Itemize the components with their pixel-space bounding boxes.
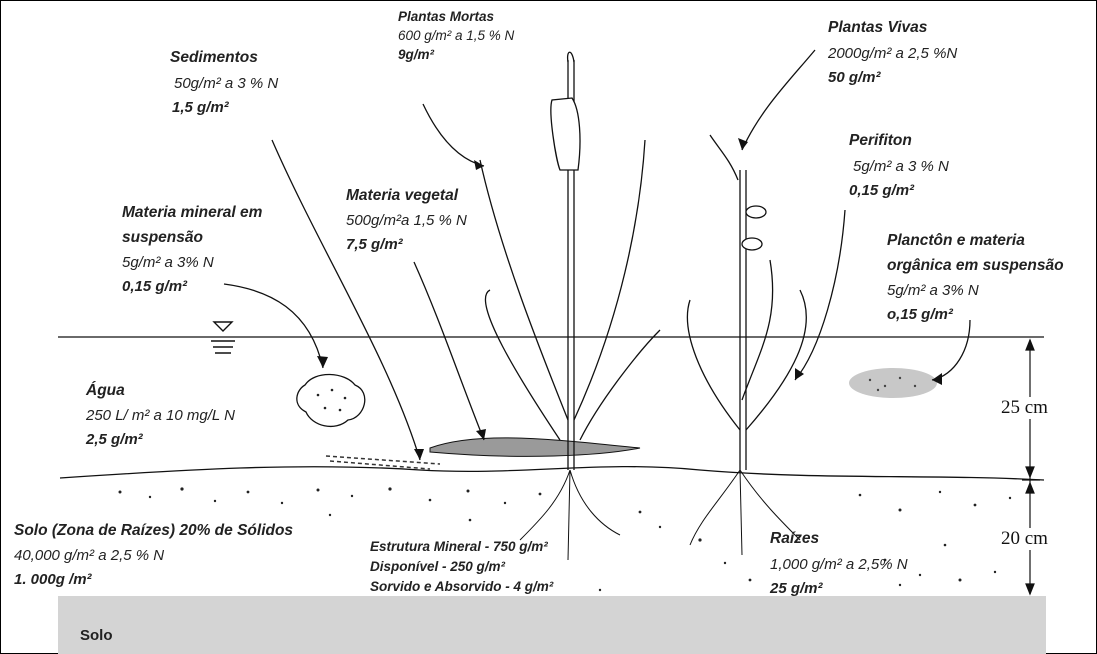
plancton-value: o,15 g/m² (887, 305, 953, 324)
materia-vegetal-title: Materia vegetal (346, 186, 458, 205)
plantas-mortas-value: 9g/m² (398, 46, 434, 63)
sedimentos-title: Sedimentos (170, 48, 258, 67)
plantas-vivas-detail: 2000g/m² a 2,5 %N (828, 44, 957, 63)
dead-plant (480, 52, 660, 470)
dimension-markers (1022, 340, 1040, 594)
materia-vegetal-detail: 500g/m²a 1,5 % N (346, 211, 467, 230)
solo-raizes-value: 1. 000g /m² (14, 570, 92, 589)
mineral-particle-cloud (297, 374, 365, 426)
perifiton-value: 0,15 g/m² (849, 181, 914, 200)
estrutura-mineral-line: Estrutura Mineral - 750 g/m² (370, 538, 548, 555)
plancton-title-line2: orgânica em suspensão (887, 256, 1064, 275)
plantas-mortas-title: Plantas Mortas (398, 8, 494, 25)
perifiton-detail: 5g/m² a 3 % N (853, 157, 949, 176)
agua-value: 2,5 g/m² (86, 430, 143, 449)
materia-mineral-value: 0,15 g/m² (122, 277, 187, 296)
raizes-value: 25 g/m² (770, 579, 823, 598)
plancton-title-line1: Planctôn e materia (887, 231, 1025, 250)
raizes-detail: 1,000 g/m² a 2,5% N (770, 555, 908, 574)
solo-raizes-detail: 40,000 g/m² a 2,5 % N (14, 546, 164, 565)
plant-litter (430, 438, 640, 456)
agua-title: Água (86, 381, 125, 400)
perifiton-title: Perifiton (849, 131, 912, 150)
raizes-title: Raízes (770, 529, 819, 548)
root-depth-label: 20 cm (999, 528, 1050, 550)
soil-base (58, 596, 1046, 654)
sorvido-absorvido-line: Sorvido e Absorvido - 4 g/m² (370, 578, 553, 595)
sediment-surface (60, 467, 1044, 480)
sedimentos-detail: 50g/m² a 3 % N (174, 74, 278, 93)
plankton-cloud (849, 368, 937, 398)
agua-detail: 250 L/ m² a 10 mg/L N (86, 406, 235, 425)
water-depth-label: 25 cm (999, 397, 1050, 419)
solo-label: Solo (80, 626, 113, 645)
plancton-detail: 5g/m² a 3% N (887, 281, 979, 300)
disponivel-line: Disponível - 250 g/m² (370, 558, 505, 575)
materia-mineral-title-line2: suspensão (122, 228, 203, 247)
plantas-mortas-detail: 600 g/m² a 1,5 % N (398, 27, 514, 44)
plantas-vivas-value: 50 g/m² (828, 68, 881, 87)
plant-roots (520, 470, 800, 560)
solo-raizes-title: Solo (Zona de Raízes) 20% de Sólidos (14, 521, 293, 540)
materia-vegetal-value: 7,5 g/m² (346, 235, 403, 254)
materia-mineral-detail: 5g/m² a 3% N (122, 253, 214, 272)
plantas-vivas-title: Plantas Vivas (828, 18, 927, 37)
living-plant (687, 135, 806, 470)
materia-mineral-title-line1: Materia mineral em (122, 203, 262, 222)
sedimentos-value: 1,5 g/m² (172, 98, 229, 117)
